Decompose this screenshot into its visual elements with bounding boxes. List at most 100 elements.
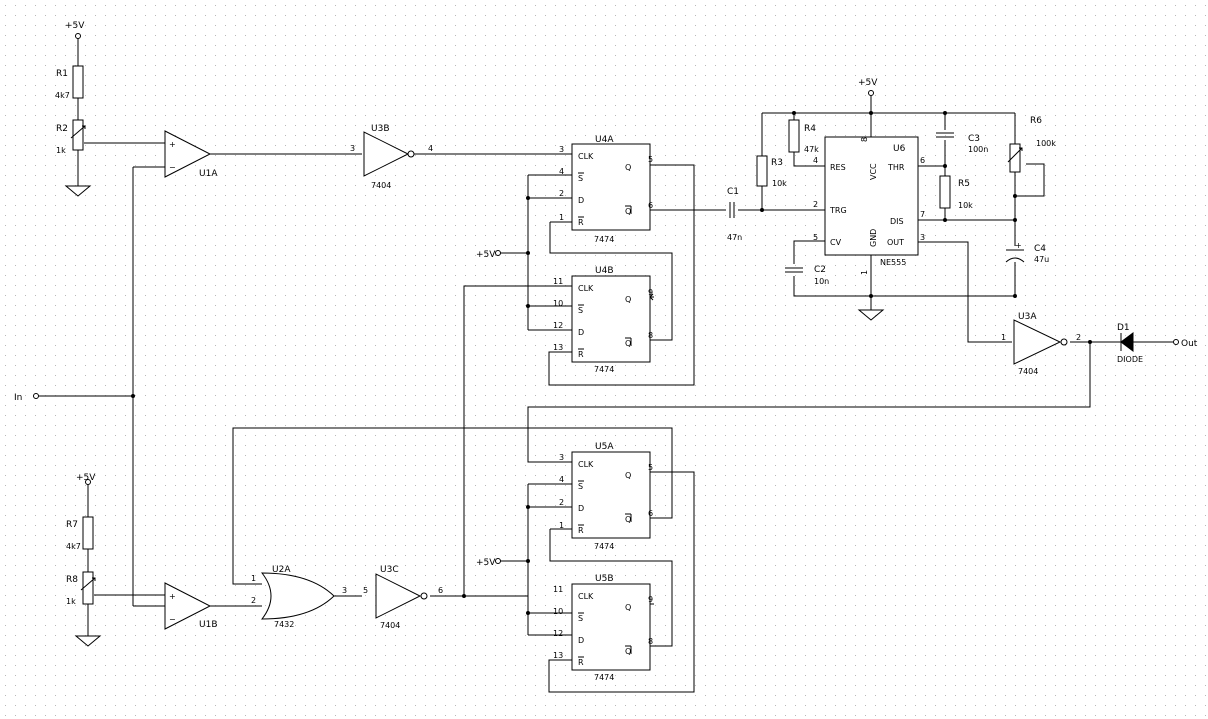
svg-text:U3B: U3B <box>371 124 390 134</box>
svg-text:7404: 7404 <box>1018 367 1038 376</box>
output-terminal: Out <box>1173 339 1198 349</box>
flipflop-u5b: U5B 7474 CLK S D R Q Q 11 10 12 13 9 8 <box>553 574 653 682</box>
svg-text:2: 2 <box>559 189 564 198</box>
svg-text:4: 4 <box>813 156 818 165</box>
svg-text:7404: 7404 <box>380 621 400 630</box>
svg-text:D: D <box>578 196 584 205</box>
potentiometer-r6: R6 100k <box>1007 116 1056 173</box>
svg-text:47u: 47u <box>1034 255 1049 264</box>
svg-text:2: 2 <box>559 498 564 507</box>
svg-text:C4: C4 <box>1034 244 1046 254</box>
svg-text:R: R <box>578 218 584 227</box>
svg-text:10n: 10n <box>814 277 829 286</box>
svg-text:6: 6 <box>648 509 653 518</box>
svg-text:Q: Q <box>625 163 631 172</box>
svg-text:1: 1 <box>559 213 564 222</box>
svg-text:C1: C1 <box>727 187 739 197</box>
svg-text:CV: CV <box>830 238 842 247</box>
svg-text:VCC: VCC <box>869 163 878 180</box>
svg-text:3: 3 <box>559 145 564 154</box>
svg-text:TRG: TRG <box>829 206 847 215</box>
svg-text:8: 8 <box>648 331 653 340</box>
svg-text:CLK: CLK <box>578 460 594 469</box>
svg-text:1: 1 <box>559 521 564 530</box>
svg-text:S: S <box>578 174 583 183</box>
svg-text:U1A: U1A <box>199 169 218 179</box>
ground-symbol-r8 <box>74 635 102 647</box>
svg-text:D: D <box>578 636 584 645</box>
svg-text:10k: 10k <box>772 179 787 188</box>
svg-text:1: 1 <box>860 270 869 275</box>
svg-text:8: 8 <box>648 637 653 646</box>
svg-text:Q: Q <box>625 603 631 612</box>
ground-symbol-u6 <box>857 309 885 321</box>
svg-text:R: R <box>578 350 584 359</box>
svg-text:U6: U6 <box>893 144 906 154</box>
svg-text:13: 13 <box>553 343 563 352</box>
svg-text:THR: THR <box>887 163 905 172</box>
svg-text:7432: 7432 <box>274 620 294 629</box>
svg-text:+5V: +5V <box>76 473 96 483</box>
comparator-u1b: + − U1B <box>164 582 218 630</box>
svg-text:1k: 1k <box>56 146 66 155</box>
vcc-terminal-u4: +5V <box>476 250 501 260</box>
svg-text:+5V: +5V <box>476 250 496 260</box>
svg-text:7474: 7474 <box>594 673 614 682</box>
inverter-u3c: U3C 7404 5 6 <box>363 565 443 630</box>
svg-text:7474: 7474 <box>594 542 614 551</box>
inverter-u3a: U3A 7404 1 2 <box>1001 312 1081 376</box>
svg-text:In: In <box>14 393 22 403</box>
svg-text:4k7: 4k7 <box>66 542 81 551</box>
svg-text:R1: R1 <box>56 69 68 79</box>
svg-text:6: 6 <box>438 586 443 595</box>
svg-text:5: 5 <box>363 586 368 595</box>
flipflop-u4b: U4B 7474 CLK S D R Q Q 11 10 12 13 9 8 <box>553 266 653 374</box>
svg-text:NE555: NE555 <box>880 258 906 267</box>
svg-text:9: 9 <box>648 288 653 297</box>
svg-text:12: 12 <box>553 321 563 330</box>
svg-text:+: + <box>169 140 176 149</box>
resistor-r5: R5 10k <box>939 175 973 210</box>
svg-text:Q: Q <box>625 295 631 304</box>
svg-text:4k7: 4k7 <box>55 91 70 100</box>
svg-text:47k: 47k <box>804 145 819 154</box>
resistor-r7: R7 4k7 <box>66 516 94 551</box>
vcc-terminal-r7: +5V <box>76 473 96 485</box>
vcc-terminal-r1: +5V <box>65 21 85 39</box>
svg-text:U4A: U4A <box>595 135 614 145</box>
svg-text:2: 2 <box>251 596 256 605</box>
svg-text:4: 4 <box>559 167 564 176</box>
svg-text:U5A: U5A <box>595 442 614 452</box>
svg-text:1k: 1k <box>66 597 76 606</box>
svg-text:9: 9 <box>648 595 653 604</box>
svg-text:DIS: DIS <box>890 217 904 226</box>
svg-text:13: 13 <box>553 651 563 660</box>
capacitor-c1: C1 47n <box>727 187 742 242</box>
svg-text:U3A: U3A <box>1018 312 1037 322</box>
svg-text:1: 1 <box>251 574 256 583</box>
svg-text:6: 6 <box>648 201 653 210</box>
ground-symbol-r2 <box>64 185 92 197</box>
svg-text:+: + <box>1015 241 1022 250</box>
svg-text:11: 11 <box>553 277 563 286</box>
svg-text:2: 2 <box>1076 333 1081 342</box>
svg-text:U4B: U4B <box>595 266 614 276</box>
vcc-terminal-u6: +5V <box>858 78 878 96</box>
svg-text:R2: R2 <box>56 124 68 134</box>
svg-text:12: 12 <box>553 629 563 638</box>
svg-text:5: 5 <box>648 155 653 164</box>
svg-text:D: D <box>578 328 584 337</box>
svg-text:S: S <box>578 482 583 491</box>
svg-text:+5V: +5V <box>476 558 496 568</box>
svg-text:U5B: U5B <box>595 574 614 584</box>
svg-text:C3: C3 <box>968 134 980 144</box>
svg-text:RES: RES <box>830 163 846 172</box>
svg-text:CLK: CLK <box>578 152 594 161</box>
svg-text:3: 3 <box>559 453 564 462</box>
svg-text:1: 1 <box>1001 333 1006 342</box>
svg-text:S: S <box>578 306 583 315</box>
svg-text:11: 11 <box>553 585 563 594</box>
capacitor-c2: C2 10n <box>785 265 829 286</box>
svg-text:100k: 100k <box>1036 139 1056 148</box>
